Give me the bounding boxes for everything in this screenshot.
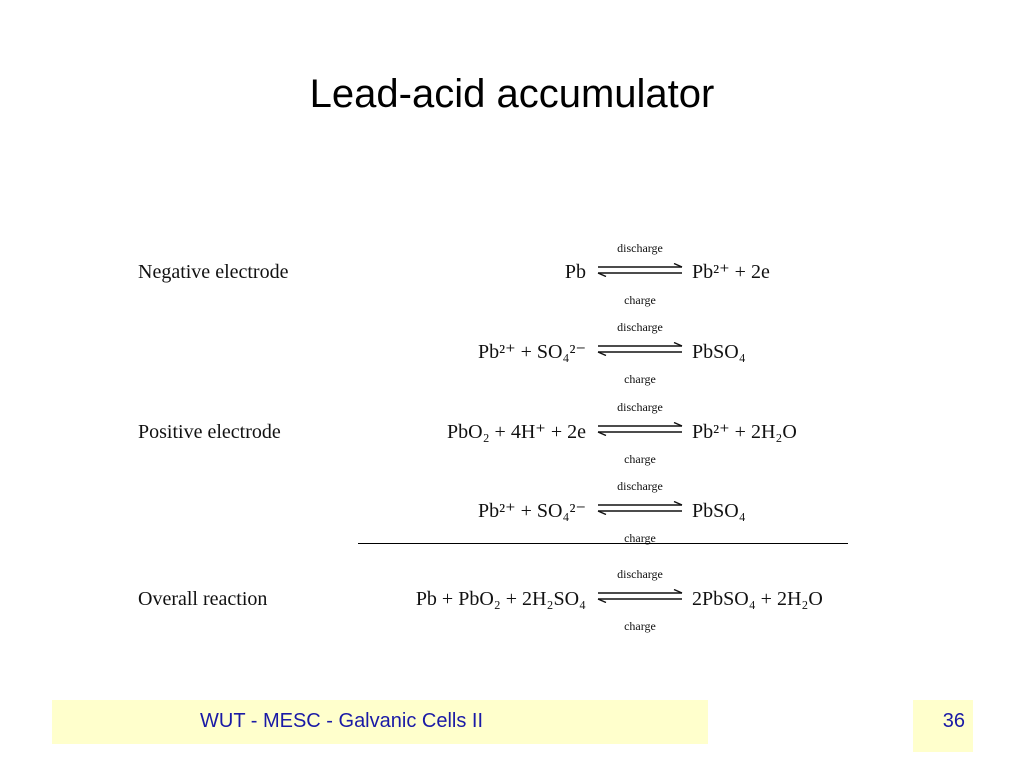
reaction-2-right: PbSO₄ xyxy=(692,341,746,363)
reaction-1-right: Pb²⁺ + 2e xyxy=(692,261,770,283)
equilibrium-arrow-4: discharge charge xyxy=(596,480,684,550)
page-number: 36 xyxy=(942,710,965,732)
arrow-label-discharge: discharge xyxy=(617,479,663,493)
reaction-3-right: Pb²⁺ + 2H₂O xyxy=(692,421,797,443)
reaction-5-left: Pb + PbO₂ + 2H₂SO₄ xyxy=(415,588,586,610)
equilibrium-arrow-icon xyxy=(597,422,683,436)
equilibrium-arrow-icon xyxy=(597,263,683,277)
arrow-label-charge: charge xyxy=(624,619,656,633)
reaction-1-left: Pb xyxy=(564,261,586,283)
reaction-2-left: Pb²⁺ + SO₄²⁻ xyxy=(477,341,586,363)
slide-title: Lead-acid accumulator xyxy=(309,72,715,116)
reaction-4-left: Pb²⁺ + SO₄²⁻ xyxy=(477,500,586,522)
arrow-label-charge: charge xyxy=(624,531,656,545)
reaction-3-left: PbO₂ + 4H⁺ + 2e xyxy=(447,421,586,443)
arrow-label-discharge: discharge xyxy=(617,400,663,414)
reaction-4-right: PbSO₄ xyxy=(692,500,746,522)
footer-bar xyxy=(52,700,708,744)
equilibrium-arrow-icon xyxy=(597,501,683,515)
equilibrium-arrow-icon xyxy=(597,589,683,603)
equilibrium-arrow-icon xyxy=(597,342,683,356)
arrow-label-discharge: discharge xyxy=(617,241,663,255)
page-number-box xyxy=(913,700,973,752)
footer-text: WUT - MESC - Galvanic Cells II xyxy=(200,710,483,732)
arrow-label-discharge: discharge xyxy=(617,320,663,334)
equilibrium-arrow-1: discharge charge xyxy=(596,242,684,312)
arrow-label-discharge: discharge xyxy=(617,567,663,581)
sum-divider-line xyxy=(358,543,848,544)
reaction-5-right: 2PbSO₄ + 2H₂O xyxy=(692,588,823,610)
reaction-label-overall: Overall reaction xyxy=(138,588,268,610)
reaction-label-positive-electrode: Positive electrode xyxy=(138,421,281,443)
equilibrium-arrow-2: discharge charge xyxy=(596,321,684,391)
reaction-label-negative-electrode: Negative electrode xyxy=(138,261,289,283)
arrow-label-charge: charge xyxy=(624,372,656,386)
arrow-label-charge: charge xyxy=(624,452,656,466)
equilibrium-arrow-5: discharge charge xyxy=(596,568,684,638)
arrow-label-charge: charge xyxy=(624,293,656,307)
equilibrium-arrow-3: discharge charge xyxy=(596,401,684,471)
